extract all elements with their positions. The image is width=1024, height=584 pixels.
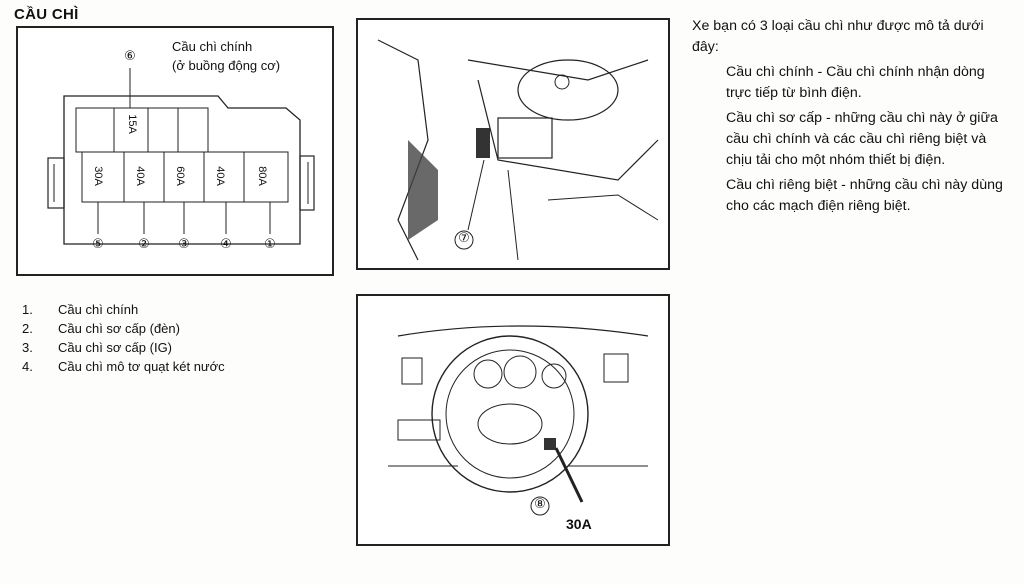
callout-1: ① <box>264 236 276 251</box>
fuse-label-5: 80A <box>255 166 268 186</box>
description-item-individual: Cầu chì riêng biệt - những cầu chì này d… <box>726 177 1003 214</box>
list-item: 4.Cầu chì mô tơ quạt két nước <box>22 359 225 374</box>
fuse-box-drawing <box>47 68 315 245</box>
list-item: 1.Cầu chì chính <box>22 302 139 317</box>
callout-7: ⑦ <box>458 230 470 245</box>
dashboard-fuse-diagram: ⑧ 30A <box>356 294 670 546</box>
dashboard-drawing <box>388 325 649 516</box>
fuse-box-diagram: Cầu chì chính (ở buồng động cơ) ⑥ 15A 30… <box>16 26 334 276</box>
fuse-description: Xe bạn có 3 loại cầu chì như được mô tả … <box>692 16 1012 217</box>
list-item: 3.Cầu chì sơ cấp (IG) <box>22 340 173 355</box>
callout-3: ③ <box>178 236 190 251</box>
fuse-label-3: 60A <box>173 166 186 186</box>
list-item: 2.Cầu chì sơ cấp (đèn) <box>22 321 180 336</box>
callout-5: ⑤ <box>92 236 104 251</box>
description-item-main: Cầu chì chính - Cầu chì chính nhận dòng … <box>726 64 985 101</box>
section-heading: CẦU CHÌ <box>14 6 79 23</box>
fuse-legend-list: 1.Cầu chì chính 2.Cầu chì sơ cấp (đèn) 3… <box>22 300 225 376</box>
callout-4: ④ <box>220 236 232 251</box>
dashboard-fuse-label: 30A <box>566 516 592 532</box>
fuse-label-4: 40A <box>213 166 226 186</box>
description-item-primary: Cầu chì sơ cấp - những cầu chì này ở giữ… <box>726 110 998 168</box>
interior-drawing <box>377 39 659 261</box>
fuse-box-caption-2: (ở buồng động cơ) <box>172 58 281 73</box>
interior-fuse-diagram: ⑦ <box>356 18 670 270</box>
description-intro: Xe bạn có 3 loại cầu chì như được mô tả … <box>692 18 984 55</box>
callout-6: ⑥ <box>124 48 136 63</box>
fuse-box-caption-1: Cầu chì chính <box>172 39 253 54</box>
fuse-label-15a: 15A <box>125 114 138 134</box>
callout-8: ⑧ <box>534 496 546 511</box>
fuse-label-1: 30A <box>91 166 104 186</box>
callout-2: ② <box>138 236 150 251</box>
fuse-label-2: 40A <box>133 166 146 186</box>
